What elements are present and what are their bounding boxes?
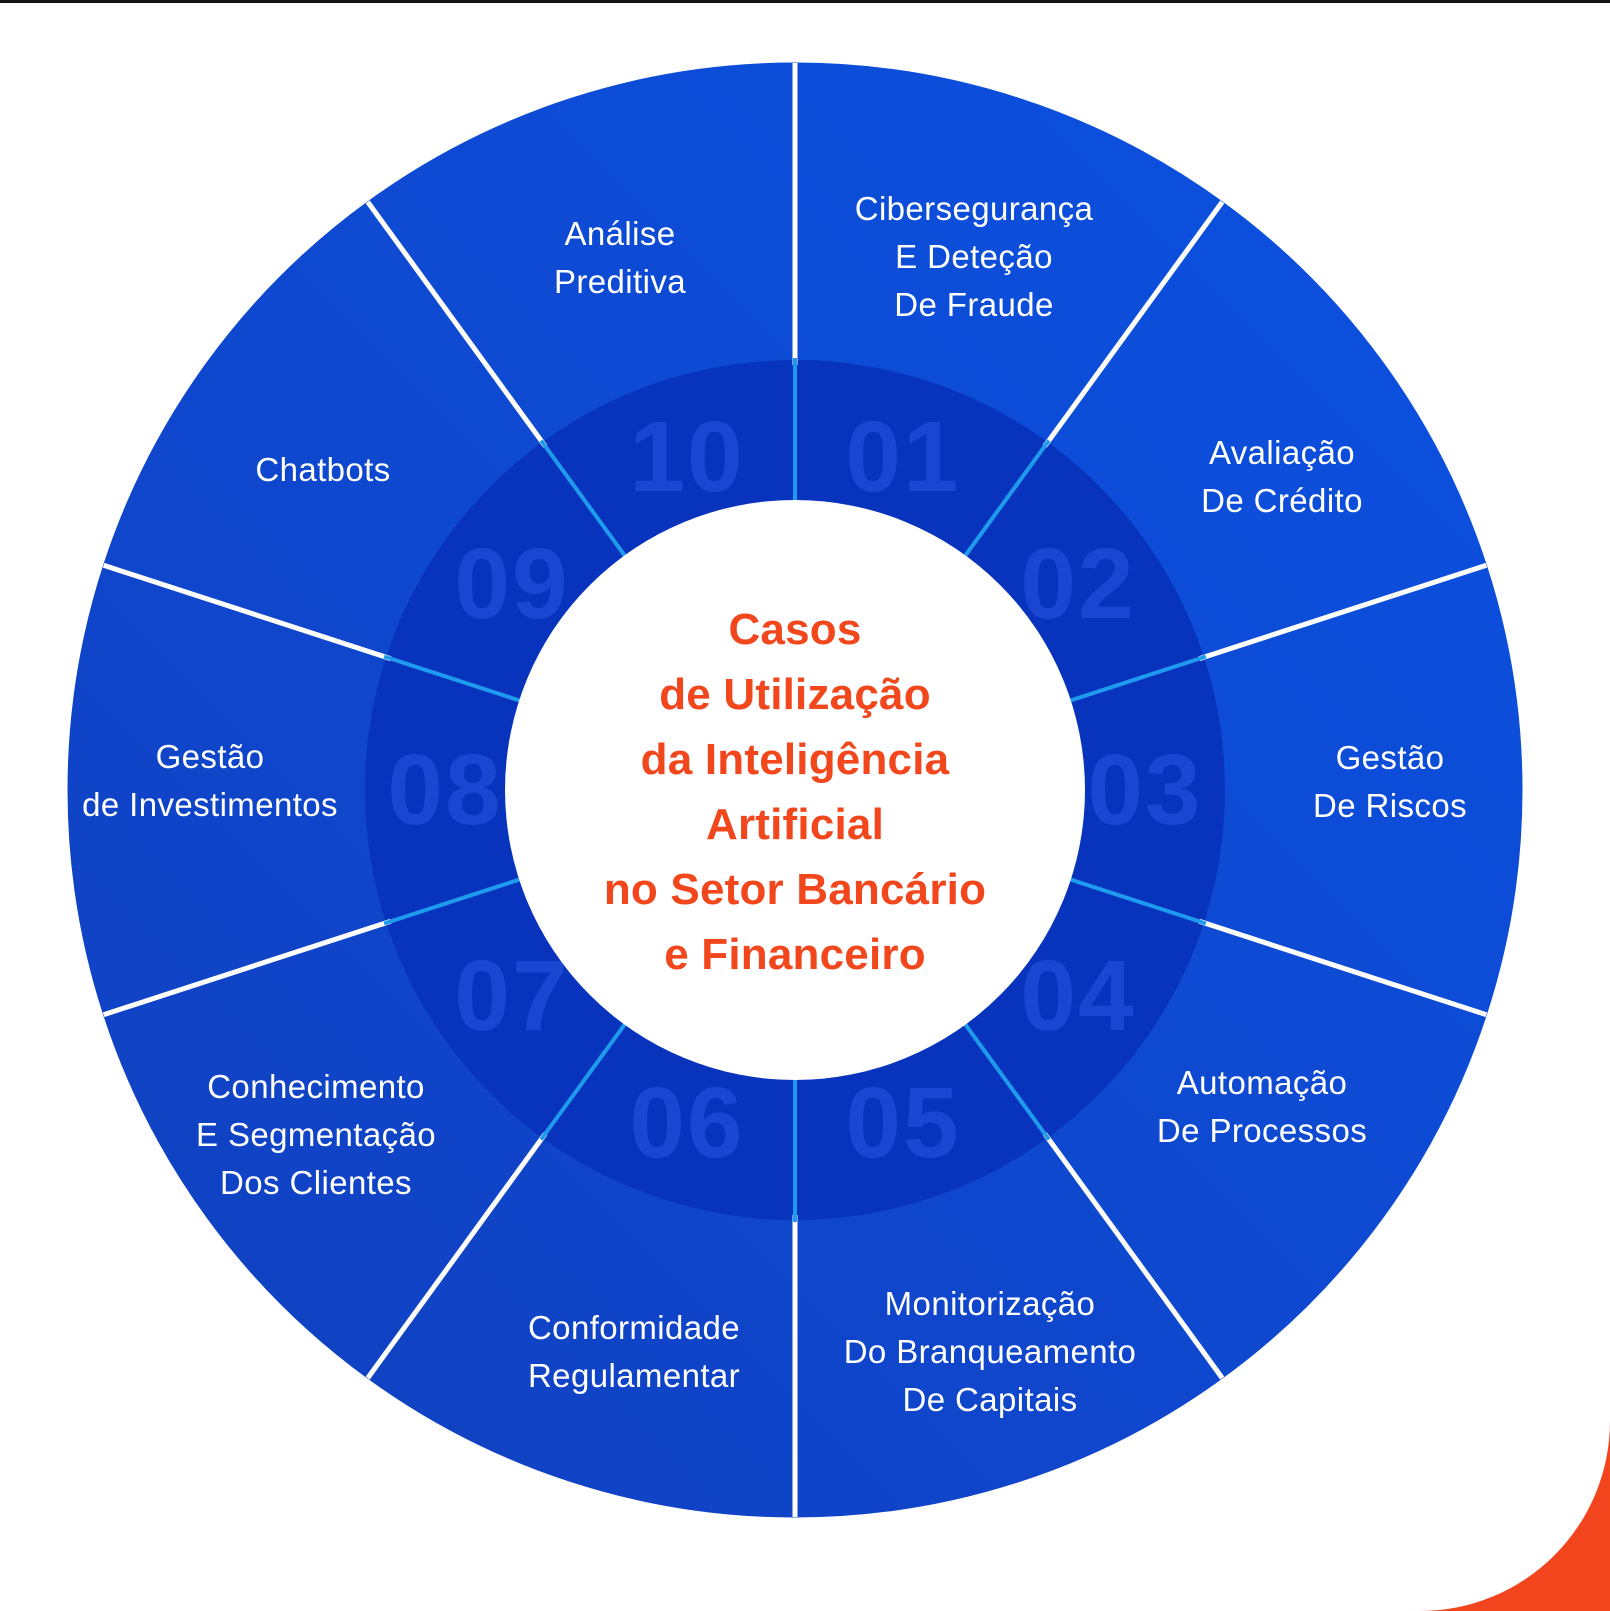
- segment-divider-line: [365, 200, 548, 448]
- inner-divider-line: [539, 439, 629, 560]
- inner-divider-line: [383, 876, 524, 926]
- segment-divider-line: [102, 562, 392, 662]
- center-circle: [505, 500, 1085, 1080]
- segment-number-05: 05: [845, 1067, 960, 1179]
- segment-number-08: 08: [387, 734, 502, 846]
- segment-numbers: 01 02 03 04 05 06 07 08 09 10: [387, 401, 1202, 1179]
- inner-divider-line: [539, 1020, 629, 1141]
- inner-divider-line: [961, 1020, 1051, 1141]
- inner-divider-line: [961, 439, 1051, 560]
- inner-divider-line: [383, 654, 524, 704]
- segment-number-02: 02: [1020, 528, 1135, 640]
- segment-number-09: 09: [454, 528, 569, 640]
- outer-divider-lines: [102, 63, 1488, 1517]
- segment-number-07: 07: [454, 940, 569, 1052]
- top-edge-line: [0, 0, 1610, 3]
- inner-divider-line: [1066, 876, 1207, 926]
- segment-divider-line: [365, 1132, 548, 1380]
- segment-divider-line: [102, 918, 392, 1018]
- segment-number-01: 01: [845, 401, 960, 513]
- segment-number-10: 10: [629, 401, 744, 513]
- inner-divider-lines: [383, 358, 1207, 1222]
- segment-divider-line: [1042, 1132, 1225, 1380]
- segment-divider-line: [1042, 200, 1225, 448]
- segment-divider-line: [1198, 918, 1488, 1018]
- segment-number-04: 04: [1020, 940, 1135, 1052]
- corner-swoosh: [1420, 1421, 1610, 1611]
- segment-divider-line: [1198, 562, 1488, 662]
- inner-divider-line: [1066, 654, 1207, 704]
- segment-number-06: 06: [629, 1067, 744, 1179]
- segment-number-03: 03: [1087, 734, 1202, 846]
